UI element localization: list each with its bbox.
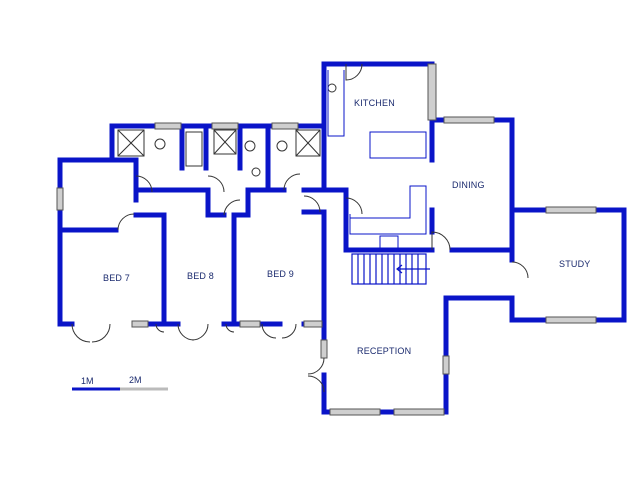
label-bed-9: BED 9 bbox=[267, 269, 294, 279]
label-reception: RECEPTION bbox=[357, 346, 411, 356]
walls bbox=[57, 61, 627, 415]
label-bed-7: BED 7 bbox=[103, 273, 130, 283]
windows bbox=[56, 63, 597, 416]
label-study: STUDY bbox=[559, 259, 591, 269]
doors bbox=[71, 63, 529, 393]
room-labels: KITCHEN DINING STUDY BED 7 BED 8 BED 9 R… bbox=[103, 98, 591, 356]
label-dining: DINING bbox=[452, 180, 485, 190]
label-kitchen: KITCHEN bbox=[354, 98, 395, 108]
scale-label-1m: 1M bbox=[81, 376, 94, 386]
label-bed-8: BED 8 bbox=[187, 271, 214, 281]
kitchen-counters bbox=[327, 70, 427, 249]
scale-bar: 1M 2M bbox=[72, 375, 168, 391]
bathroom-fixtures bbox=[117, 83, 337, 177]
scale-label-2m: 2M bbox=[129, 375, 142, 385]
staircase bbox=[351, 253, 430, 285]
